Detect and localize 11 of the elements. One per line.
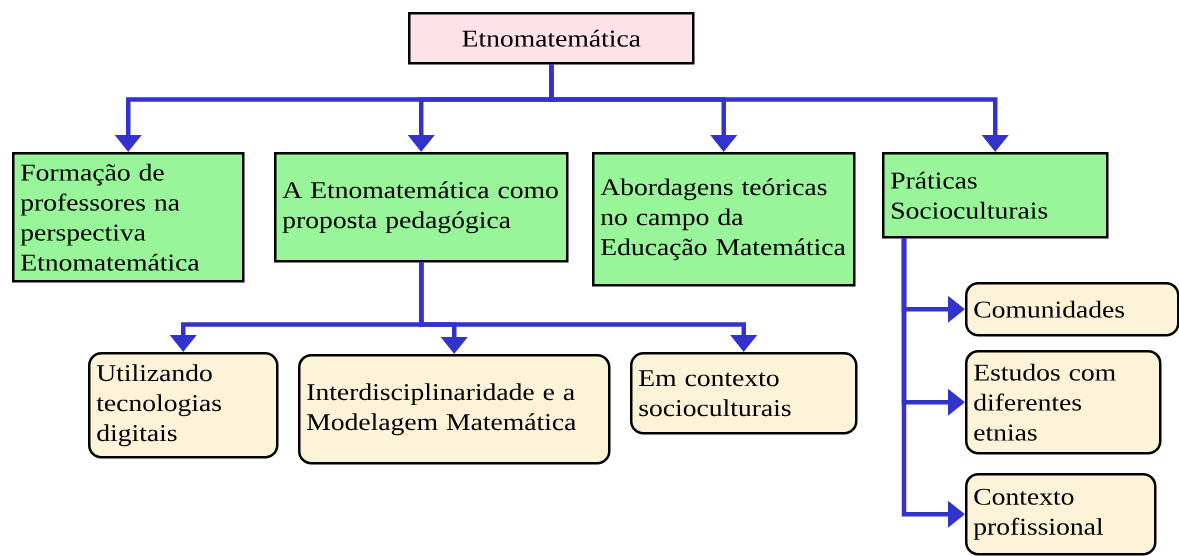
topic-box: A Etnomatemática como proposta pedagógica — [274, 152, 569, 263]
subtopic-box: Comunidades — [965, 282, 1179, 337]
subtopic-box: Contexto profissional — [965, 473, 1157, 556]
title-box: Etnomatemática — [408, 12, 695, 65]
subtopic-box: Em contexto socioculturais — [630, 352, 858, 435]
subtopic-box: Interdisciplinaridade e a Modelagem Matemática — [298, 354, 611, 465]
topic-box: Práticas Socioculturais — [882, 152, 1109, 239]
subtopic-box: Estudos com diferentes etnias — [965, 350, 1162, 455]
topic-box: Formação de professores na perspectiva Etnomatemática — [12, 152, 245, 283]
subtopic-box: Utilizando tecnologias digitais — [88, 352, 279, 459]
topic-box: Abordagens teóricas no campo da Educação Matemática — [592, 152, 856, 287]
